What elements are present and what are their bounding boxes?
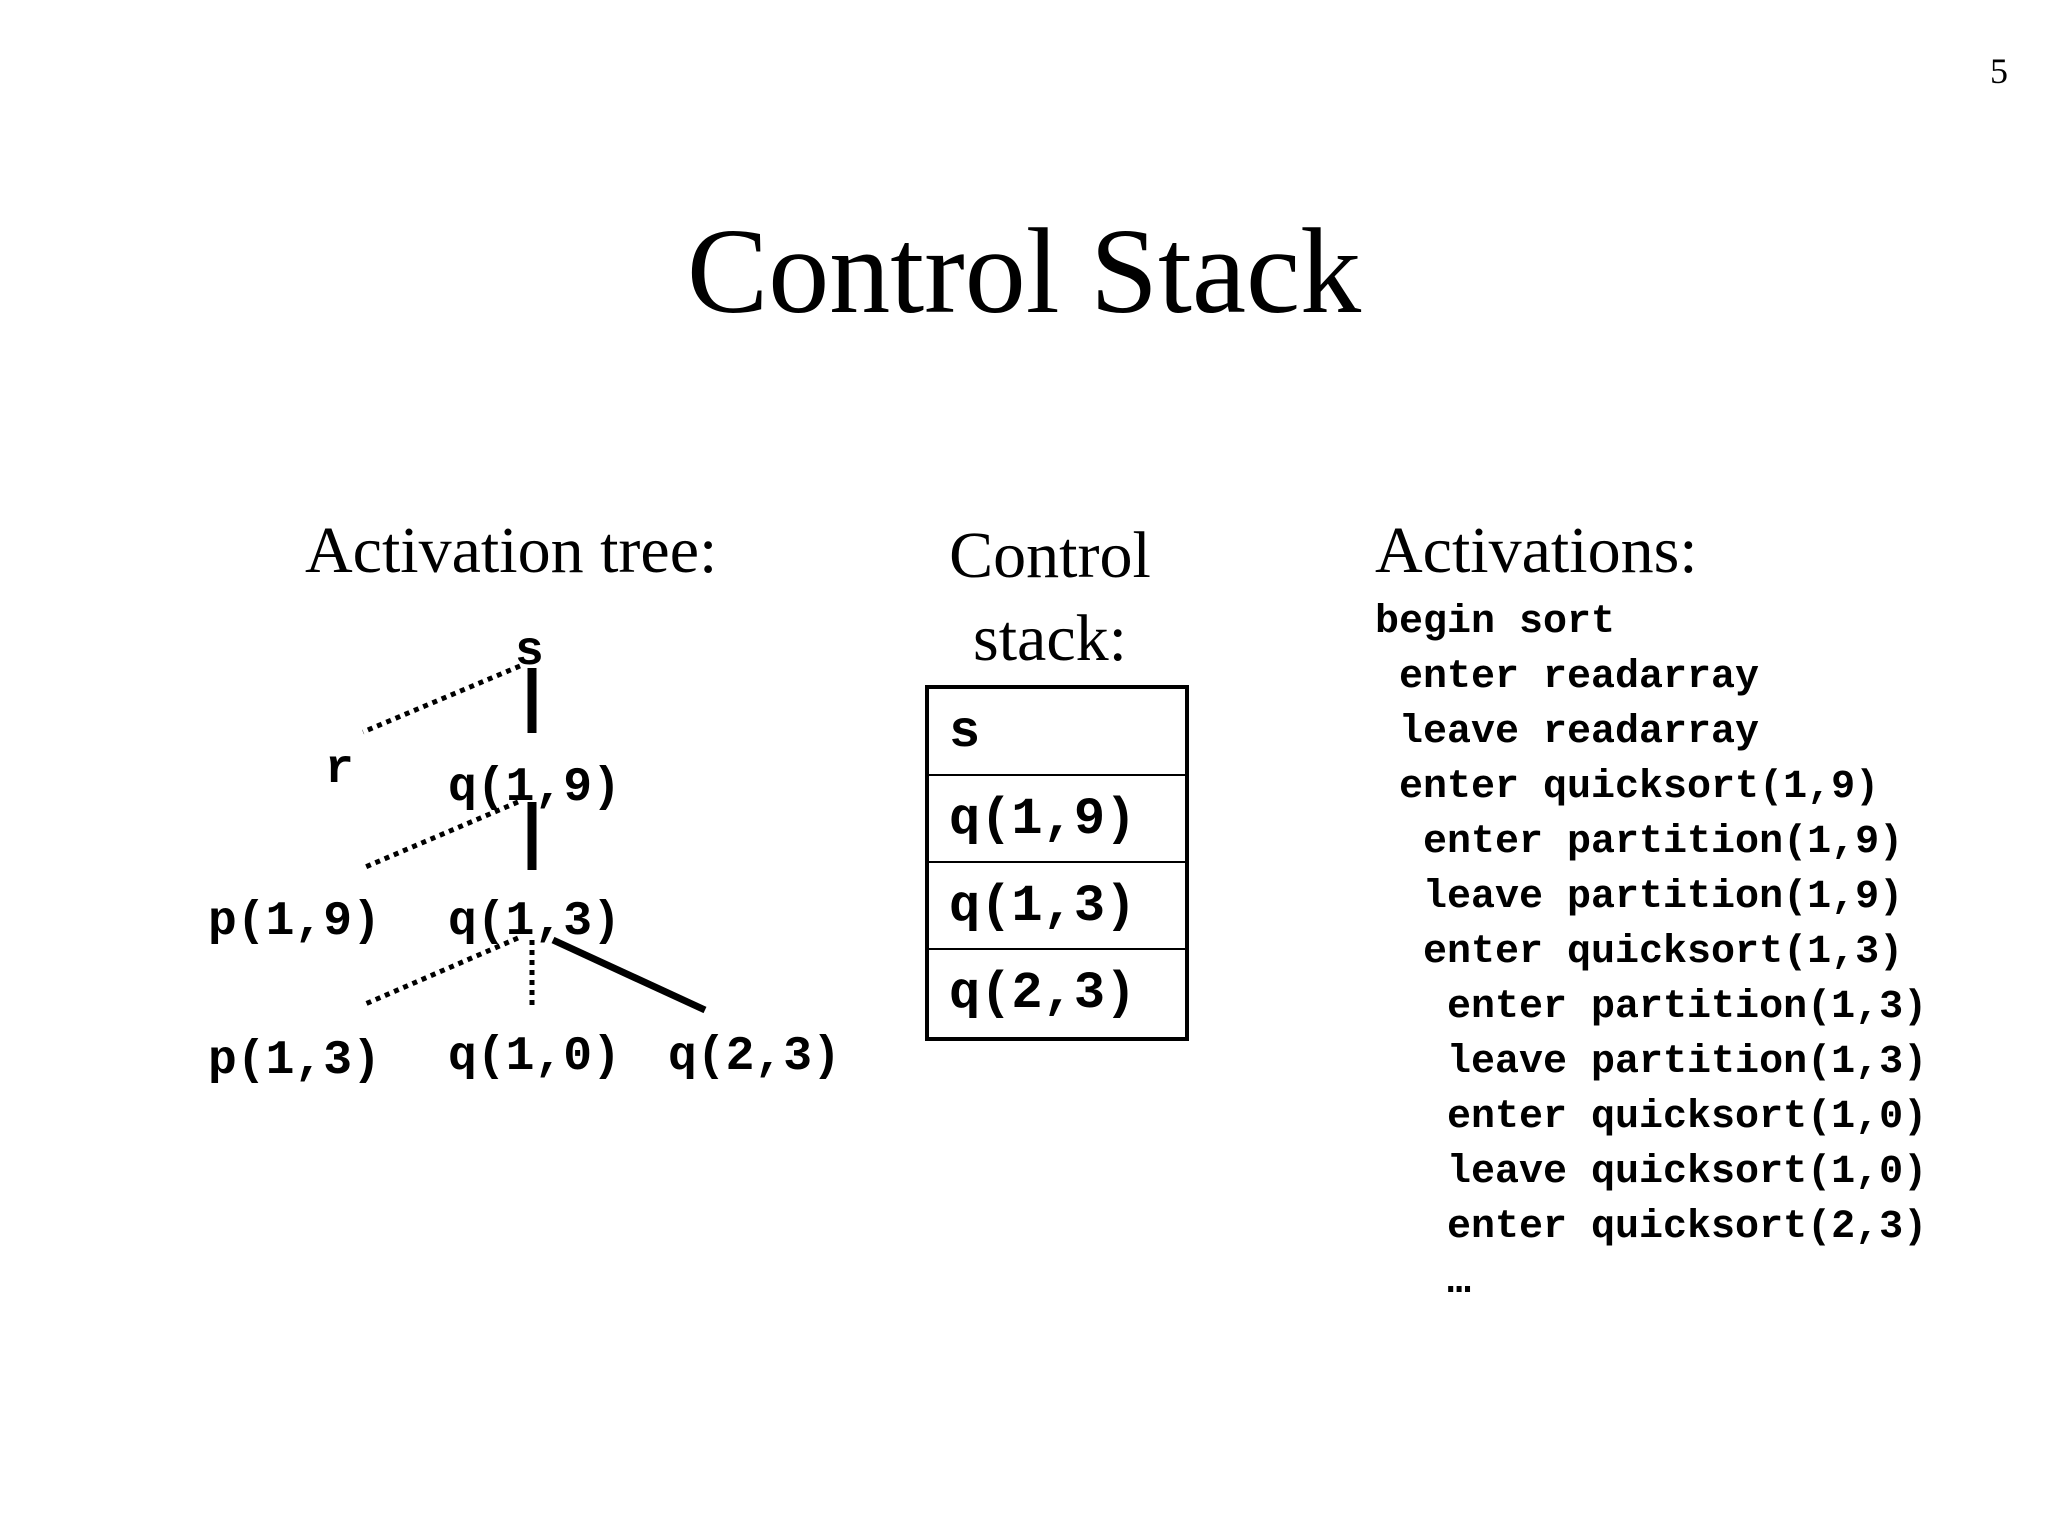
activation-line: leave quicksort(1,0) [1375,1150,1928,1195]
activation-line: enter quicksort(2,3) [1375,1205,1928,1250]
activation-tree-heading: Activation tree: [305,514,718,587]
activation-line: enter quicksort(1,0) [1375,1095,1928,1140]
control-stack-heading: Control stack: [949,519,1151,675]
tree-node-q10: q(1,0) [448,1030,621,1084]
stack-frame: q(1,9) [929,776,1185,863]
activation-line: enter readarray [1375,655,1760,700]
activation-line: leave partition(1,3) [1375,1040,1928,1085]
tree-node-p19: p(1,9) [208,895,381,949]
activation-line: begin sort [1375,600,1616,645]
page-number: 5 [1990,51,2008,91]
tree-node-s: s [515,625,544,679]
activation-line: enter partition(1,3) [1375,985,1928,1030]
tree-node-q23: q(2,3) [668,1030,841,1084]
tree-node-q13: q(1,3) [448,895,621,949]
stack-frame: s [929,689,1185,776]
control-stack: s q(1,9) q(1,3) q(2,3) [925,685,1189,1041]
activations-heading: Activations: [1375,514,1698,587]
activation-line: … [1375,1260,1472,1305]
edge-q13-q23 [551,936,707,1014]
stack-frame: q(2,3) [949,964,1137,1023]
tree-node-r: r [325,743,354,797]
activation-line: leave readarray [1375,710,1760,755]
stack-frame: q(1,3) [929,863,1185,950]
slide-title: Control Stack [686,204,1362,339]
activations-list: begin sort enter readarray leave readarr… [1375,595,1927,1310]
activation-line: leave partition(1,9) [1375,875,1904,920]
activation-line: enter quicksort(1,9) [1375,765,1880,810]
edge-s-r [362,663,521,735]
tree-node-p13: p(1,3) [208,1034,381,1088]
activation-line: enter quicksort(1,3) [1375,930,1904,975]
tree-node-q19: q(1,9) [448,761,621,815]
activation-line: enter partition(1,9) [1375,820,1904,865]
